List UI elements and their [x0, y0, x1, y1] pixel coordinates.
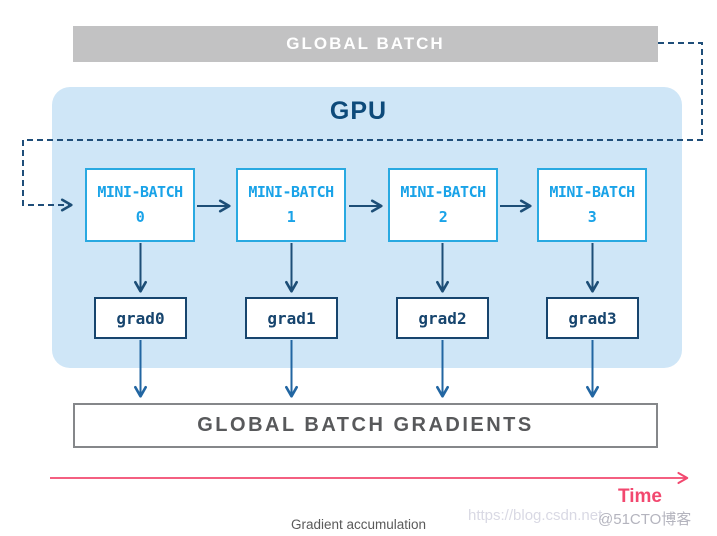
- mini-batch-0-index: 0: [135, 208, 145, 226]
- mini-batch-0-box: MINI-BATCH 0: [85, 168, 195, 242]
- grad1-label: grad1: [267, 308, 316, 328]
- global-batch-bar: GLOBAL BATCH: [73, 26, 658, 62]
- mini-batch-1-box: MINI-BATCH 1: [236, 168, 346, 242]
- global-batch-gradients-label: GLOBAL BATCH GRADIENTS: [197, 414, 534, 436]
- grad0-label: grad0: [116, 308, 165, 328]
- 51cto-watermark: @51CTO博客: [598, 511, 692, 528]
- mini-batch-3-index: 3: [587, 208, 597, 226]
- grad3-label: grad3: [568, 308, 617, 328]
- mini-batch-3-label: MINI-BATCH: [549, 183, 635, 202]
- grad2-label: grad2: [418, 308, 467, 328]
- mini-batch-3-box: MINI-BATCH 3: [537, 168, 647, 242]
- mini-batch-2-box: MINI-BATCH 2: [388, 168, 498, 242]
- grad3-box: grad3: [546, 297, 639, 339]
- csdn-watermark: https://blog.csdn.net: [468, 507, 603, 524]
- grad2-box: grad2: [396, 297, 489, 339]
- grad0-box: grad0: [94, 297, 187, 339]
- mini-batch-2-index: 2: [438, 208, 448, 226]
- mini-batch-1-index: 1: [286, 208, 296, 226]
- mini-batch-0-label: MINI-BATCH: [97, 183, 183, 202]
- grad1-box: grad1: [245, 297, 338, 339]
- global-batch-gradients-box: GLOBAL BATCH GRADIENTS: [73, 403, 658, 448]
- global-batch-label: GLOBAL BATCH: [286, 34, 445, 53]
- figure-caption: Gradient accumulation: [290, 517, 427, 532]
- dashed-loop-connector: [22, 42, 703, 212]
- mini-batch-2-label: MINI-BATCH: [400, 183, 486, 202]
- time-axis-label: Time: [617, 486, 662, 507]
- gpu-title: GPU: [329, 97, 388, 125]
- mini-batch-1-label: MINI-BATCH: [248, 183, 334, 202]
